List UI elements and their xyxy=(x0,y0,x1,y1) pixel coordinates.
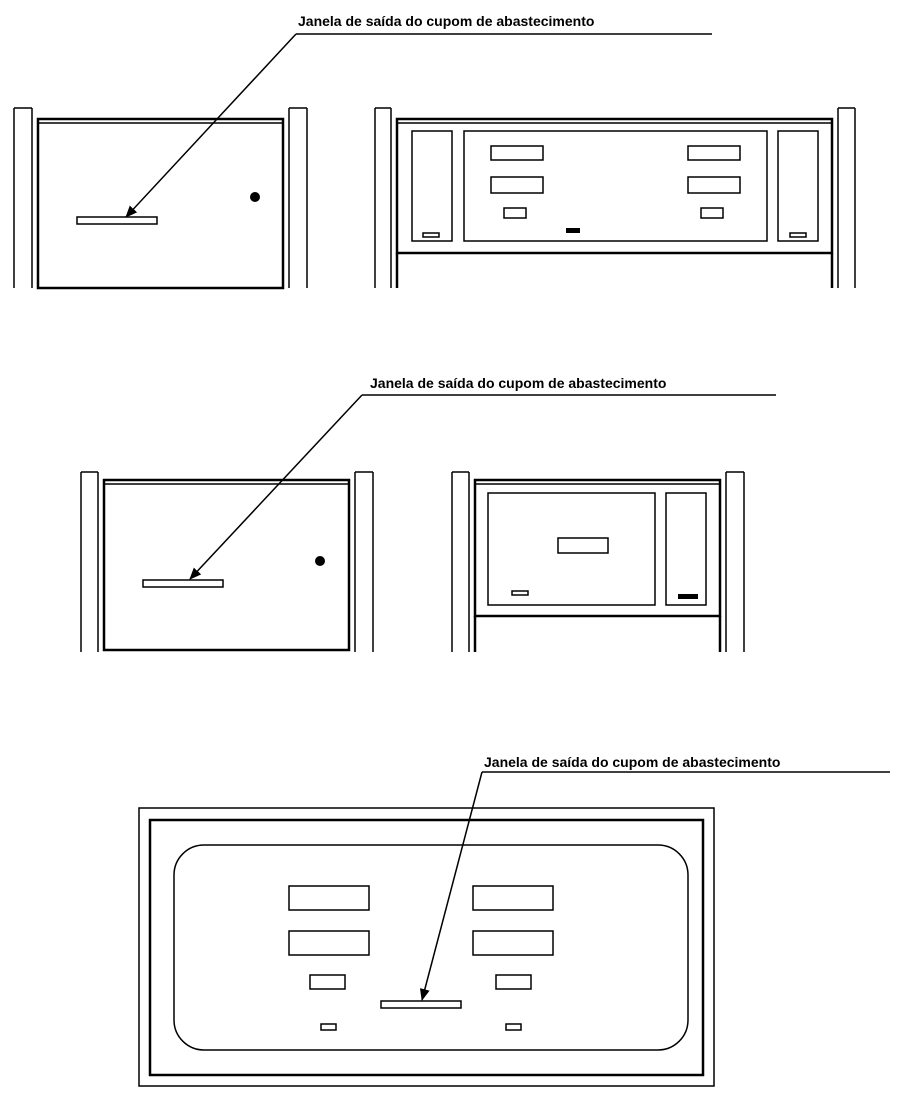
callout-1: Janela de saída do cupom de abasteciment… xyxy=(125,13,712,218)
display-center xyxy=(557,537,609,554)
display-right-1 xyxy=(687,145,741,161)
display-left-3 xyxy=(309,974,346,990)
inner-frame xyxy=(148,818,705,1077)
lock-dot-2 xyxy=(315,556,325,566)
display-right-2 xyxy=(472,930,554,956)
nozzle-holder-left xyxy=(411,130,453,242)
nozzle-holder-right xyxy=(777,130,819,242)
dispenser-1-side-view xyxy=(13,107,308,290)
callout-1-label: Janela de saída do cupom de abasteciment… xyxy=(298,13,594,29)
callout-2-label: Janela de saída do cupom de abasteciment… xyxy=(370,375,666,391)
display-left-2 xyxy=(288,930,370,956)
callout-3-label: Janela de saída do cupom de abasteciment… xyxy=(484,754,780,770)
callout-3: Janela de saída do cupom de abasteciment… xyxy=(419,754,890,1001)
rounded-panel xyxy=(173,844,689,1051)
outer-frame xyxy=(138,807,715,1087)
display-right-1 xyxy=(472,885,554,911)
coupon-exit-slot xyxy=(76,216,158,225)
dispenser-2-side-view xyxy=(80,471,374,652)
display-left-2 xyxy=(490,176,544,194)
display-panel-2 xyxy=(487,492,656,606)
front-panel xyxy=(395,117,834,255)
callout-2-leader-arrow xyxy=(189,394,363,580)
lock-dot xyxy=(250,192,260,202)
dispenser-1-front-view xyxy=(374,107,856,288)
side-panel-2 xyxy=(102,478,351,652)
nozzle-holder-2 xyxy=(665,492,707,606)
callout-2: Janela de saída do cupom de abasteciment… xyxy=(189,375,776,580)
display-right-3 xyxy=(495,974,532,990)
display-right-3 xyxy=(700,207,724,219)
display-left-1 xyxy=(288,885,370,911)
callout-3-leader-arrow xyxy=(419,771,483,1001)
display-right-2 xyxy=(687,176,741,194)
dispenser-2-front-view xyxy=(451,471,745,652)
display-left-1 xyxy=(490,145,544,161)
display-left-3 xyxy=(503,207,527,219)
dispenser-3-front-view xyxy=(138,807,715,1087)
display-panel xyxy=(463,130,768,242)
coupon-exit-slot-2 xyxy=(142,579,224,588)
coupon-exit-slot-3 xyxy=(380,1000,462,1009)
front-panel-2 xyxy=(473,478,722,618)
callout-1-leader-arrow xyxy=(125,33,297,218)
side-panel xyxy=(36,117,285,290)
